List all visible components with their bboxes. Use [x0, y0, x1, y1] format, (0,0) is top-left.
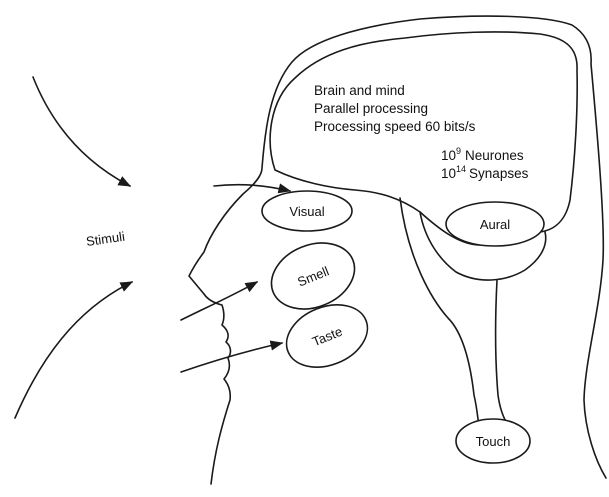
- neurones-exponent: 9: [456, 146, 461, 156]
- neurones-base: 10: [441, 148, 456, 163]
- neurones-text: 109 Neurones: [441, 146, 524, 163]
- aural-label: Aural: [480, 217, 510, 232]
- visual-label: Visual: [289, 204, 324, 219]
- neurones-label: Neurones: [465, 148, 524, 163]
- smell-arrow: [181, 282, 257, 320]
- brain-line-1: Brain and mind: [314, 83, 405, 98]
- taste-arrow: [181, 343, 282, 372]
- stimuli-label: Stimuli: [85, 229, 126, 249]
- visual-arrow: [214, 185, 290, 191]
- synapses-base: 10: [441, 166, 456, 181]
- synapses-exponent: 14: [456, 164, 466, 174]
- touch-label: Touch: [476, 434, 511, 449]
- synapses-label: Synapses: [469, 166, 529, 181]
- stimuli-arrow-upper: [33, 77, 130, 186]
- brain-line-3: Processing speed 60 bits/s: [314, 119, 476, 134]
- brain-line-2: Parallel processing: [314, 101, 428, 116]
- stimuli-arrow-lower: [15, 282, 132, 418]
- spine-line: [496, 280, 510, 428]
